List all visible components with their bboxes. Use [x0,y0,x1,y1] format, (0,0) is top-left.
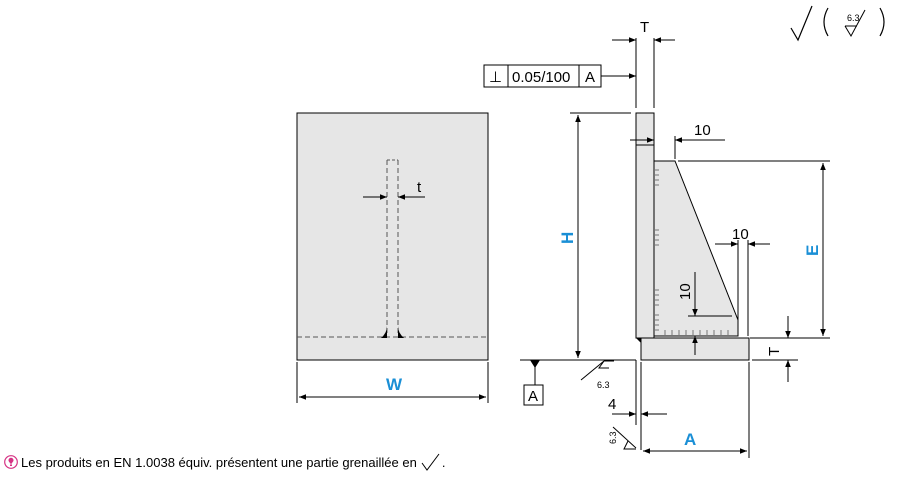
A-label: A [684,430,696,449]
surface-roughness-icon: 6.3 [580,360,614,390]
front-view: t W [296,112,489,403]
ten-right-label: 10 [732,226,749,243]
roughness-bottom-label: 6.3 [597,380,610,390]
side-view: T ⊥ 0.05/100 A H A 10 E [483,19,830,458]
note-end: . [441,454,446,470]
ten-vertical-label: 10 [677,283,694,300]
perpendicularity-symbol: ⊥ [489,69,502,86]
T-right-label: T [766,347,783,356]
tolerance-datum: A [585,69,595,86]
warning-bulb-icon [4,455,18,469]
four-label: 4 [608,396,616,413]
H-label: H [558,232,577,244]
T-top-label: T [640,19,649,36]
t-label: t [417,179,422,196]
E-label: E [803,245,822,256]
surface-roughness-icon [421,453,440,471]
note-text: Les produits en EN 1.0038 équiv. présent… [21,454,417,470]
W-label: W [386,375,403,394]
surface-roughness-icon: 6.3 [608,426,637,450]
surface-roughness-icon: 6.3 [790,5,885,42]
datum-A-label: A [528,388,538,405]
ten-top-label: 10 [694,122,711,139]
perpendicularity-frame: ⊥ 0.05/100 A [483,64,636,88]
roughness-top-label: 6.3 [847,13,860,23]
tolerance-value: 0.05/100 [512,69,570,86]
roughness-side-label: 6.3 [608,431,618,444]
note-line: Les produits en EN 1.0038 équiv. présent… [4,452,445,472]
weld-marks [655,169,729,335]
